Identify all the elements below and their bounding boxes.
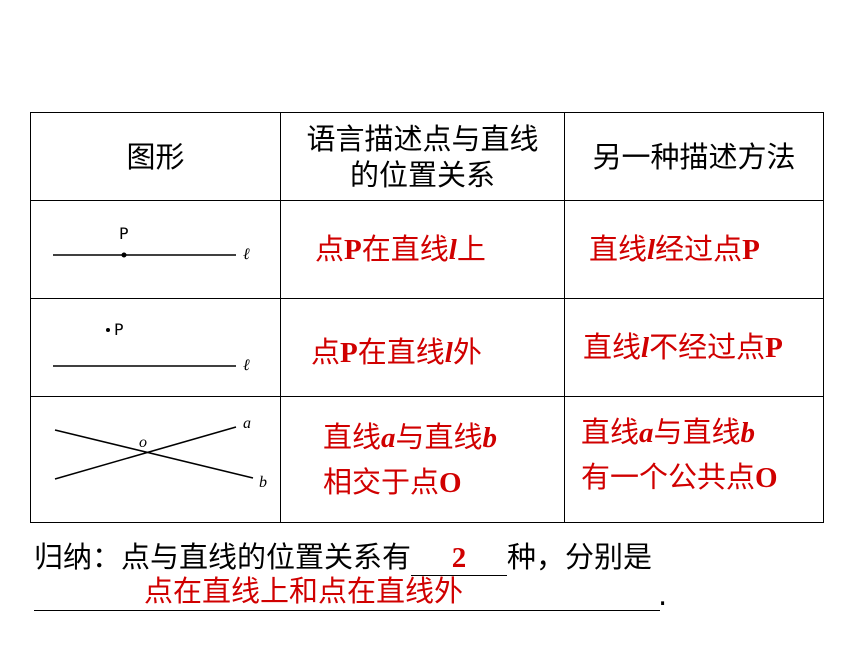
alt-point-on-line: 直线l经过点P xyxy=(564,200,824,299)
label-p: P xyxy=(114,320,124,339)
header-figure: 图形 xyxy=(30,112,281,201)
line-a xyxy=(54,426,237,480)
figure-point-on-line: P ℓ xyxy=(30,200,281,299)
summary-prefix: 归纳：点与直线的位置关系有 xyxy=(34,540,412,574)
label-l: ℓ xyxy=(243,246,250,263)
alt-intersecting-lines: 直线a与直线b 有一个公共点O xyxy=(564,396,824,523)
point-off-line-diagram: P ℓ xyxy=(53,320,250,374)
alt-line1: 直线a与直线b xyxy=(581,414,756,449)
intersecting-lines-diagram: a o b xyxy=(54,415,267,491)
desc-intersecting-lines: 直线a与直线b 相交于点O xyxy=(280,396,565,523)
table-row: P ℓ 点P在直线l外 直线l不经过点P xyxy=(30,298,824,397)
header-desc-line1: 语言描述点与直线 xyxy=(306,121,539,156)
point-p xyxy=(121,252,127,258)
label-l: ℓ xyxy=(243,357,250,374)
label-o: o xyxy=(139,434,147,451)
summary-period: . xyxy=(658,578,668,612)
header-language-description: 语言描述点与直线 的位置关系 xyxy=(280,112,565,201)
alt-line2: 有一个公共点O xyxy=(581,459,778,494)
label-p: P xyxy=(119,224,129,243)
relation-table: 图形 语言描述点与直线 的位置关系 另一种描述方法 P ℓ 点P在直线l上 xyxy=(30,112,824,523)
header-desc-line2: 的位置关系 xyxy=(349,157,495,192)
point-p xyxy=(106,328,110,332)
label-a: a xyxy=(243,415,251,432)
label-b: b xyxy=(259,474,267,491)
figure-intersecting-lines: a o b xyxy=(30,396,281,523)
point-on-line-diagram: P ℓ xyxy=(53,224,250,263)
alt-point-off-line: 直线l不经过点P xyxy=(564,298,824,397)
answer-blank: 点在直线上和点在直线外 xyxy=(34,572,660,611)
table-row: P ℓ 点P在直线l上 直线l经过点P xyxy=(30,200,824,299)
table-row: a o b 直线a与直线b 相交于点O 直线a与直线b 有一个公共点O xyxy=(30,396,824,523)
desc-line1: 直线a与直线b xyxy=(323,419,498,454)
answer-count: 2 xyxy=(411,541,508,576)
desc-point-on-line: 点P在直线l上 xyxy=(280,200,565,299)
header-row: 图形 语言描述点与直线 的位置关系 另一种描述方法 xyxy=(30,112,824,201)
desc-point-off-line: 点P在直线l外 xyxy=(280,298,565,397)
line-b xyxy=(54,429,254,479)
desc-line2: 相交于点O xyxy=(323,464,462,499)
header-alternative-description: 另一种描述方法 xyxy=(564,112,824,201)
summary-middle: 种，分别是 xyxy=(507,540,653,574)
answer-text: 点在直线上和点在直线外 xyxy=(144,574,464,608)
figure-point-off-line: P ℓ xyxy=(30,298,281,397)
